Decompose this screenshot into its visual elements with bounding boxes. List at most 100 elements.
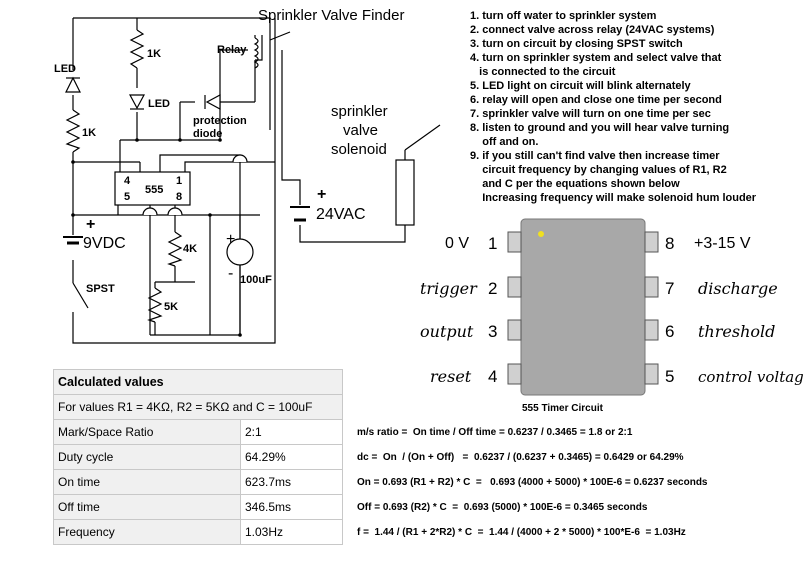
- relay-coil-symbol: [253, 37, 259, 69]
- resistor-1k-top-symbol: [129, 29, 145, 69]
- source-plus: +: [317, 186, 326, 203]
- ic-pin2-label: trigger: [420, 279, 478, 298]
- switch-label: SPST: [86, 283, 115, 295]
- ic-pin1-number: 1: [488, 234, 497, 253]
- calculated-values-table: Calculated values For values R1 = 4KΩ, R…: [53, 369, 343, 545]
- ic-pins: [507, 231, 659, 385]
- ic-pin4-number: 4: [488, 367, 497, 386]
- battery-label: 9VDC: [83, 235, 126, 252]
- ic-pin5-number: 5: [665, 367, 674, 386]
- instruction-line: 4. turn on sprinkler system and select v…: [470, 52, 722, 64]
- instruction-line: 5. LED light on circuit will blink alter…: [470, 80, 691, 92]
- instruction-line: 2. connect valve across relay (24VAC sys…: [470, 24, 715, 36]
- wire-crossings: [142, 154, 248, 216]
- ic-pinout: 0 V 1 trigger 2 output 3 reset 4 8 +3-15…: [420, 218, 804, 414]
- equation-on-time: On = 0.693 (R1 + R2) * C = 0.693 (4000 +…: [357, 477, 708, 488]
- instruction-line: 3. turn on circuit by closing SPST switc…: [470, 38, 683, 50]
- protection-diode-symbol: [205, 93, 221, 111]
- ic-pin1-label: 0 V: [445, 235, 469, 252]
- instruction-line: 1. turn off water to sprinkler system: [470, 10, 657, 22]
- ic-pin8-label: +3-15 V: [694, 235, 751, 252]
- ic-body: [520, 218, 646, 396]
- chip-pin1-label: 1: [176, 175, 182, 187]
- row-label: On time: [53, 469, 241, 495]
- protection-label: protection: [193, 115, 247, 127]
- equation-ms-ratio: m/s ratio = On time / Off time = 0.6237 …: [357, 427, 633, 438]
- row-value: 346.5ms: [240, 494, 343, 520]
- relay-label: Relay: [217, 44, 247, 56]
- resistor-5k-label: 5K: [164, 301, 178, 313]
- solenoid-label-line1: sprinkler: [331, 103, 388, 120]
- ic-pin2-number: 2: [488, 279, 497, 298]
- diode-label: diode: [193, 128, 222, 140]
- row-value: 2:1: [240, 419, 343, 445]
- resistor-1k-left-label: 1K: [82, 127, 96, 139]
- equation-frequency: f = 1.44 / (R1 + 2*R2) * C = 1.44 / (400…: [357, 527, 686, 538]
- ic-pin1-dot: [538, 231, 544, 237]
- table-header: Calculated values: [53, 369, 343, 395]
- instructions-list: 1. turn off water to sprinkler system 2.…: [470, 9, 800, 205]
- instruction-line: Increasing frequency will make solenoid …: [470, 192, 757, 204]
- chip-555-symbol: [114, 171, 191, 206]
- capacitor-minus: -: [228, 265, 233, 282]
- instruction-line: 9. if you still can't find valve then in…: [470, 150, 720, 162]
- led-right-symbol: [128, 94, 146, 110]
- row-value: 1.03Hz: [240, 519, 343, 545]
- ic-pin6-label: threshold: [698, 322, 775, 341]
- resistor-5k-symbol: [147, 287, 163, 323]
- capacitor-symbol: [226, 238, 254, 266]
- capacitor-label: 100uF: [240, 274, 272, 286]
- circuit-wires: [72, 17, 441, 344]
- row-label: Frequency: [53, 519, 241, 545]
- instruction-line: and C per the equations shown below: [470, 178, 680, 190]
- instruction-line: 7. sprinkler valve will turn on one time…: [470, 108, 711, 120]
- instruction-line: is connected to the circuit: [470, 66, 616, 78]
- row-label: Off time: [53, 494, 241, 520]
- chip-pin5-label: 5: [124, 191, 130, 203]
- ic-pin5-label: control voltage: [698, 368, 804, 386]
- equation-off-time: Off = 0.693 (R2) * C = 0.693 (5000) * 10…: [357, 502, 648, 513]
- diagram-title: Sprinkler Valve Finder: [258, 7, 404, 24]
- instruction-line: 8. listen to ground and you will hear va…: [470, 122, 730, 134]
- row-label: Duty cycle: [53, 444, 241, 470]
- row-value: 64.29%: [240, 444, 343, 470]
- instruction-line: circuit frequency by changing values of …: [470, 164, 727, 176]
- capacitor-plus: +: [226, 231, 235, 248]
- components: [63, 29, 415, 323]
- instruction-line: off and on.: [470, 136, 539, 148]
- instruction-line: 6. relay will open and close one time pe…: [470, 94, 722, 106]
- chip-555-label: 555: [145, 184, 163, 196]
- ic-pin8-number: 8: [665, 234, 674, 253]
- led-left-label: LED: [54, 63, 76, 75]
- row-value: 623.7ms: [240, 469, 343, 495]
- ic-pin4-label: reset: [430, 367, 472, 386]
- ic-pin7-number: 7: [665, 279, 674, 298]
- equation-duty-cycle: dc = On / (On + Off) = 0.6237 / (0.6237 …: [357, 452, 684, 463]
- table-subheader: For values R1 = 4KΩ, R2 = 5KΩ and C = 10…: [53, 394, 343, 420]
- resistor-4k-label: 4K: [183, 243, 197, 255]
- chip-pin8-label: 8: [176, 191, 182, 203]
- battery-plus: +: [86, 216, 95, 233]
- ic-pin3-label: output: [420, 322, 474, 341]
- source-label: 24VAC: [316, 206, 366, 223]
- solenoid-label-line2: valve: [343, 122, 378, 139]
- row-label: Mark/Space Ratio: [53, 419, 241, 445]
- ic-pin6-number: 6: [665, 322, 674, 341]
- chip-pin4-label: 4: [124, 175, 131, 187]
- led-right-label: LED: [148, 98, 170, 110]
- led-left-symbol: [65, 76, 81, 93]
- resistor-4k-symbol: [167, 231, 183, 267]
- resistor-1k-left-symbol: [65, 109, 81, 153]
- resistor-1k-top-label: 1K: [147, 48, 161, 60]
- solenoid-label-line3: solenoid: [331, 141, 387, 158]
- switch-symbol: [72, 282, 89, 309]
- ic-pin3-number: 3: [488, 322, 497, 341]
- junction-dots: [71, 138, 242, 337]
- solenoid-symbol: [395, 159, 415, 226]
